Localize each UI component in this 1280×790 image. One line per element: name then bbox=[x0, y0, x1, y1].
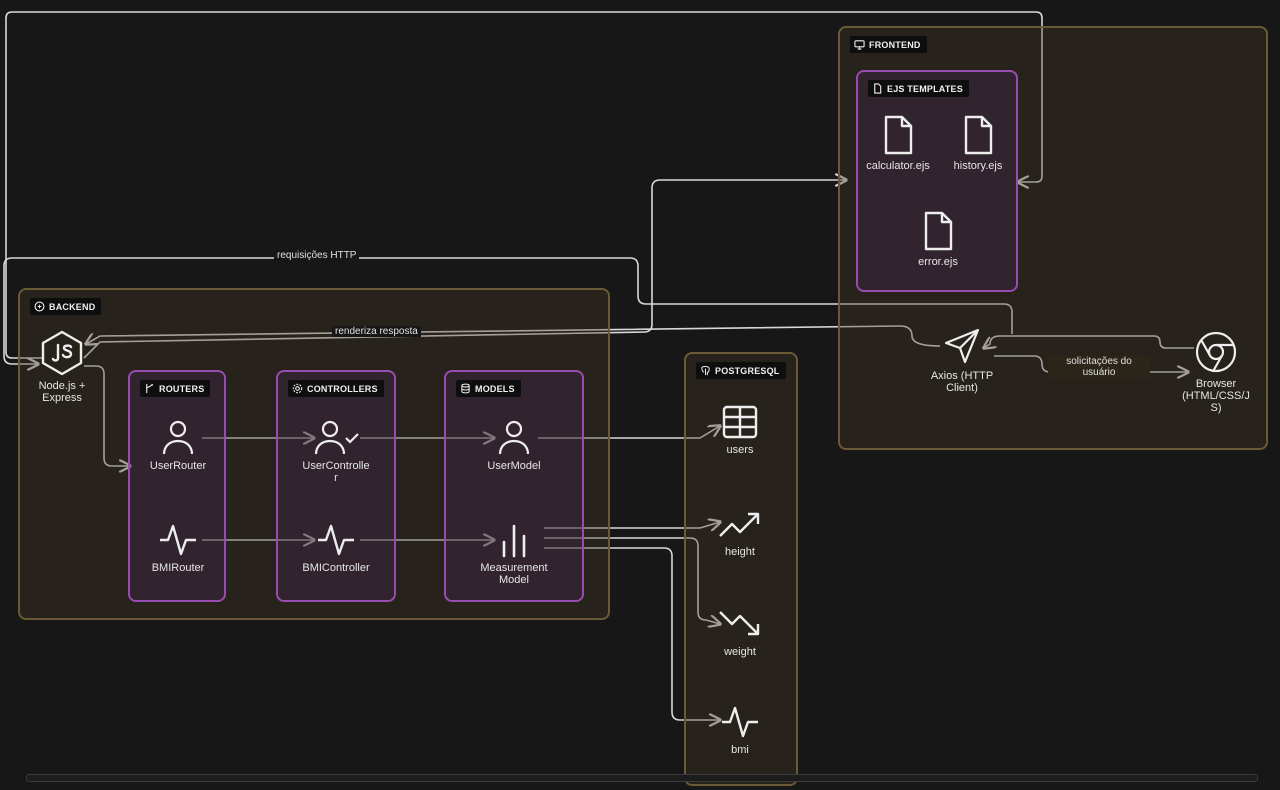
bmi-router-label: BMIRouter bbox=[151, 562, 205, 574]
trending-up-icon bbox=[719, 512, 760, 537]
user-model-node[interactable]: UserModel bbox=[474, 418, 554, 472]
users-table-node[interactable]: users bbox=[708, 404, 772, 456]
browser-label-line1: Browser bbox=[1195, 378, 1237, 390]
gear-icon bbox=[292, 383, 303, 394]
user-controller-label-line2: r bbox=[334, 472, 338, 484]
backend-group: BACKEND bbox=[18, 288, 610, 620]
edge-label-user-requests-line1: solicitações do bbox=[1066, 356, 1132, 367]
file-icon bbox=[884, 115, 913, 155]
calculator-ejs-node[interactable]: calculator.ejs bbox=[858, 114, 938, 172]
bmi-label: bmi bbox=[731, 744, 749, 756]
routers-tag: ROUTERS bbox=[140, 380, 211, 397]
axios-label-line2: Client) bbox=[946, 382, 978, 394]
activity-icon bbox=[722, 706, 758, 738]
file-icon bbox=[964, 115, 993, 155]
horizontal-scrollbar[interactable] bbox=[26, 774, 1258, 782]
activity-icon bbox=[160, 524, 196, 556]
user-check-icon bbox=[314, 420, 359, 455]
edge-node-to-userrouter bbox=[84, 365, 130, 466]
height-label: height bbox=[725, 546, 755, 558]
table-icon bbox=[722, 405, 758, 439]
weight-column-node[interactable]: weight bbox=[708, 606, 772, 658]
user-router-label: UserRouter bbox=[149, 460, 207, 472]
bar-chart-icon bbox=[502, 524, 526, 558]
ejs-templates-tag: EJS TEMPLATES bbox=[868, 80, 969, 97]
edge-axios-to-browser bbox=[994, 355, 1188, 372]
nodejs-node[interactable]: Node.js + Express bbox=[22, 330, 102, 404]
monitor-icon bbox=[854, 40, 865, 50]
edge-measurement-to-weight bbox=[544, 537, 720, 624]
calculator-label: calculator.ejs bbox=[866, 160, 930, 172]
history-ejs-node[interactable]: history.ejs bbox=[938, 114, 1018, 172]
send-icon bbox=[944, 328, 980, 364]
weight-label: weight bbox=[724, 646, 756, 658]
browser-node[interactable]: Browser (HTML/CSS/J S) bbox=[1176, 330, 1256, 414]
nodejs-label-line1: Node.js + bbox=[38, 380, 86, 392]
file-icon bbox=[924, 211, 953, 251]
user-controller-label-line1: UserControlle bbox=[302, 460, 370, 472]
edge-label-http-requests: requisições HTTP bbox=[274, 250, 360, 261]
bmi-controller-label: BMIController bbox=[302, 562, 370, 574]
user-router-node[interactable]: UserRouter bbox=[138, 418, 218, 472]
edge-measurement-to-height bbox=[544, 522, 720, 528]
bmi-controller-node[interactable]: BMIController bbox=[292, 522, 380, 574]
history-label: history.ejs bbox=[953, 160, 1003, 172]
edge-usermodel-to-users bbox=[538, 426, 720, 439]
user-icon bbox=[498, 420, 530, 455]
models-group: MODELS bbox=[444, 370, 584, 602]
axios-node[interactable]: Axios (HTTP Client) bbox=[916, 326, 1008, 394]
edge-http-requests bbox=[86, 325, 941, 347]
axios-label-line1: Axios (HTTP bbox=[930, 370, 994, 382]
user-controller-node[interactable]: UserControlle r bbox=[292, 418, 380, 484]
elephant-icon bbox=[701, 365, 710, 376]
models-tag: MODELS bbox=[456, 380, 521, 397]
measurement-label-line1: Measurement bbox=[480, 562, 548, 574]
trending-down-icon bbox=[719, 611, 760, 636]
edge-measurement-to-bmi bbox=[544, 547, 720, 720]
edge-label-user-requests: solicitações do usuário bbox=[1048, 356, 1150, 378]
backend-tag: BACKEND bbox=[30, 298, 102, 315]
user-icon bbox=[162, 420, 194, 455]
edge-node-to-history bbox=[5, 11, 1043, 359]
database-icon bbox=[461, 383, 470, 394]
chrome-icon bbox=[1195, 331, 1237, 373]
routers-group: ROUTERS bbox=[128, 370, 226, 602]
edge-axios-to-node bbox=[3, 257, 1013, 364]
bmi-column-node[interactable]: bmi bbox=[708, 704, 772, 756]
file-icon bbox=[874, 83, 882, 94]
activity-icon bbox=[318, 524, 354, 556]
users-label: users bbox=[726, 444, 754, 456]
height-column-node[interactable]: height bbox=[708, 506, 772, 558]
controllers-tag: CONTROLLERS bbox=[288, 380, 384, 397]
measurement-label-line2: Model bbox=[499, 574, 529, 586]
controllers-group: CONTROLLERS bbox=[276, 370, 396, 602]
error-ejs-node[interactable]: error.ejs bbox=[898, 210, 978, 268]
edge-label-user-requests-line2: usuário bbox=[1082, 367, 1116, 378]
branch-icon bbox=[146, 383, 153, 394]
user-model-label: UserModel bbox=[487, 460, 541, 472]
postgresql-tag: POSTGRESQL bbox=[696, 362, 786, 379]
edge-browser-to-axios bbox=[984, 335, 1194, 348]
bmi-router-node[interactable]: BMIRouter bbox=[138, 522, 218, 574]
server-icon bbox=[34, 301, 45, 312]
nodejs-icon bbox=[41, 330, 83, 376]
browser-label-line3: S) bbox=[1210, 402, 1222, 414]
edge-label-render-response: renderiza resposta bbox=[332, 326, 421, 337]
nodejs-label-line2: Express bbox=[42, 392, 82, 404]
error-label: error.ejs bbox=[918, 256, 958, 268]
frontend-tag: FRONTEND bbox=[850, 36, 927, 53]
edge-render-response bbox=[83, 180, 846, 359]
measurement-model-node[interactable]: Measurement Model bbox=[474, 522, 554, 586]
browser-label-line2: (HTML/CSS/J bbox=[1182, 390, 1250, 402]
ejs-templates-group: EJS TEMPLATES bbox=[856, 70, 1018, 292]
